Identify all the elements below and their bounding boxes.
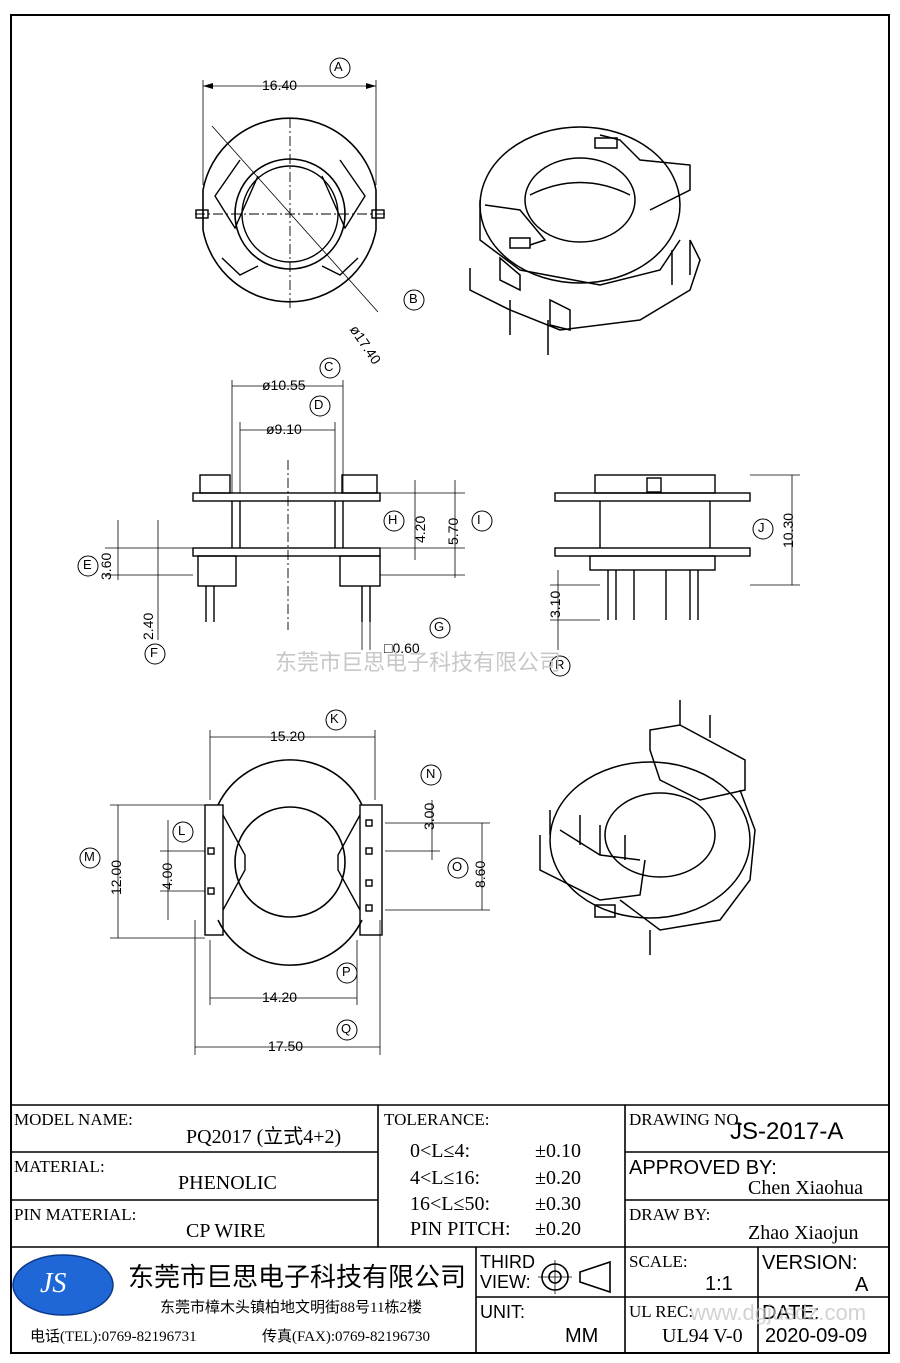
tolerance-range-3: 16<L≤50: (410, 1193, 491, 1215)
company-logo (12, 1254, 114, 1316)
site-watermark: www.dgjusdz.com (690, 1300, 867, 1325)
dim-q-value: 17.50 (268, 1038, 304, 1054)
version-value: A (855, 1274, 869, 1296)
tolerance-range-2: 4<L≤16: (410, 1167, 481, 1189)
tolerance-value-3: ±0.30 (535, 1193, 581, 1215)
company-fax: 传真(FAX):0769-82196730 (262, 1329, 431, 1345)
dim-c-value: ø10.55 (262, 377, 306, 393)
dim-d-value: ø9.10 (266, 421, 302, 437)
model-name-label: MODEL NAME: (14, 1110, 133, 1129)
dim-j-value: 10.30 (780, 512, 796, 548)
tolerance-value-1: ±0.10 (535, 1140, 581, 1162)
bottom-view (79, 709, 490, 1055)
company-address: 东莞市樟木头镇柏地文明街88号11栋2楼 (160, 1300, 422, 1316)
ul-rec-value: UL94 V-0 (662, 1325, 743, 1347)
title-block-grid (10, 1104, 890, 1352)
drawing-no-label: DRAWING NO. (629, 1110, 743, 1129)
pin-material-value: CP WIRE (186, 1220, 266, 1242)
top-view (195, 57, 425, 313)
dim-o-value: 8.60 (472, 860, 488, 888)
tolerance-range-4: PIN PITCH: (410, 1218, 511, 1240)
dim-f-letter: F (150, 645, 158, 660)
dim-l-value: 4.00 (159, 862, 175, 890)
dim-i-letter: I (477, 512, 481, 527)
ul-rec-label: UL REC: (629, 1302, 694, 1321)
draw-by-value: Zhao Xiaojun (748, 1222, 859, 1244)
date-value: 2020-09-09 (765, 1325, 868, 1347)
dim-m-value: 12.00 (108, 859, 124, 895)
dim-k-value: 15.20 (270, 728, 306, 744)
tolerance-label: TOLERANCE: (384, 1110, 490, 1129)
company-phone: 电话(TEL):0769-82196731 (30, 1329, 197, 1345)
dim-k-letter: K (330, 711, 339, 726)
dim-b-letter: B (409, 291, 418, 306)
pin-material-label: PIN MATERIAL: (14, 1205, 137, 1224)
dim-e-letter: E (83, 557, 92, 572)
tolerance-value-4: ±0.20 (535, 1218, 581, 1240)
dim-n-value: 3.00 (421, 802, 437, 830)
approved-by-label: APPROVED BY: (629, 1157, 777, 1179)
isometric-view-bottom (539, 700, 756, 955)
drawing-no-value: JS-2017-A (730, 1118, 844, 1145)
tolerance-value-2: ±0.20 (535, 1167, 581, 1189)
dim-i-value: 5.70 (445, 517, 461, 545)
dim-g-value: □0.60 (384, 640, 420, 656)
dim-p-letter: P (342, 964, 351, 979)
third-view-label-1: THIRD (480, 1252, 535, 1272)
company-watermark: 东莞市巨思电子科技有限公司 (275, 650, 562, 675)
unit-value: MM (565, 1325, 599, 1347)
dim-m-letter: M (84, 849, 95, 864)
isometric-view-top (469, 126, 701, 355)
dim-g-letter: G (434, 619, 445, 634)
dim-o-letter: O (452, 859, 463, 874)
dim-l-letter: L (178, 823, 186, 838)
dim-c-letter: C (324, 359, 334, 374)
dim-f-value: 2.40 (140, 612, 156, 640)
dim-a-letter: A (334, 59, 343, 74)
logo-text: JS (40, 1268, 67, 1299)
drawing-frame (10, 14, 890, 1354)
unit-label: UNIT: (480, 1302, 525, 1322)
dim-e-value: 3.60 (98, 552, 114, 580)
dim-d-letter: D (314, 397, 324, 412)
side-view (549, 474, 800, 677)
dim-r-letter: R (555, 657, 565, 672)
version-label: VERSION: (762, 1252, 858, 1274)
draw-by-label: DRAW BY: (629, 1205, 711, 1224)
dim-h-letter: H (388, 512, 398, 527)
model-name-value: PQ2017 (立式4+2) (186, 1126, 342, 1148)
material-value: PHENOLIC (178, 1172, 277, 1194)
front-view (77, 357, 493, 665)
dim-p-value: 14.20 (262, 989, 298, 1005)
dim-j-letter: J (758, 520, 765, 535)
approved-by-value: Chen Xiaohua (748, 1177, 863, 1199)
company-name: 东莞市巨思电子科技有限公司 (128, 1262, 467, 1292)
third-view-label-2: VIEW: (480, 1272, 531, 1292)
dim-a-value: 16.40 (262, 77, 298, 93)
material-label: MATERIAL: (14, 1157, 105, 1176)
scale-label: SCALE: (629, 1252, 688, 1271)
dim-r-value: 3.10 (547, 590, 563, 618)
tolerance-range-1: 0<L≤4: (410, 1140, 471, 1162)
dim-h-value: 4.20 (412, 515, 428, 543)
date-label: DATE: (762, 1302, 820, 1324)
dim-q-letter: Q (341, 1021, 352, 1036)
dim-n-letter: N (426, 766, 436, 781)
scale-value: 1:1 (705, 1273, 733, 1295)
